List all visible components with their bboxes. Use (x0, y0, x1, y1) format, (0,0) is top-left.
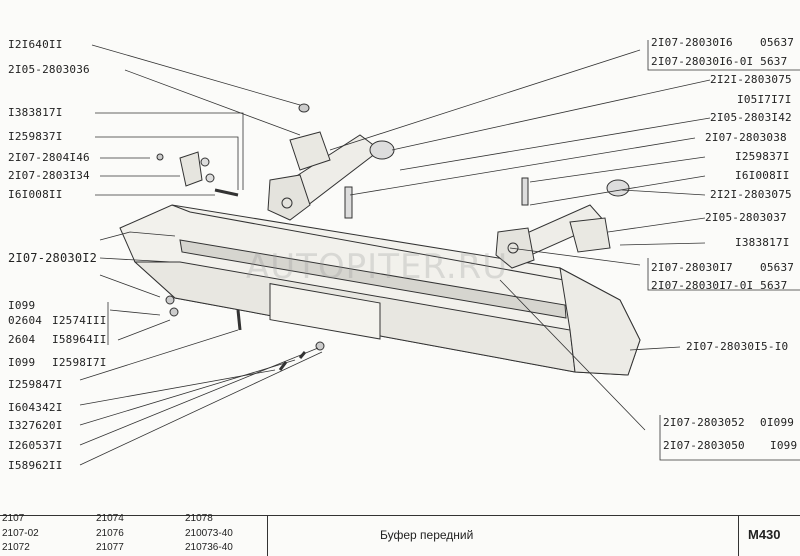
box-right-3 (659, 415, 800, 461)
footer-model-0: 2107 (2, 513, 25, 524)
footer-model-7: 210073-40 (185, 528, 233, 539)
bumper-end-cap (559, 267, 641, 376)
nut-1 (165, 295, 175, 305)
label-left-4: 2I07-2804I46 (8, 151, 90, 164)
left-bushing (369, 140, 395, 160)
label-right-5: 2I05-2803I42 (710, 111, 792, 124)
label-right-6: 2I07-2803038 (705, 131, 787, 144)
footer-model-8: 210736-40 (185, 542, 233, 553)
left-bracket-hole (281, 197, 293, 209)
label-left-11: 2604 (8, 333, 36, 346)
label-left-1: 2I05-2803036 (8, 63, 90, 76)
label-right-3: 2I2I-2803075 (710, 73, 792, 86)
label-left-15: I259847I (8, 378, 63, 391)
bolt-2 (214, 188, 239, 197)
watermark: AUTOPITER.RU (246, 247, 509, 287)
right-mount (569, 217, 611, 253)
label-right-12: 2I07-28030I7 (651, 261, 733, 274)
label-left-0: I2I640II (8, 38, 63, 51)
label-left-2: I383817I (8, 106, 63, 119)
label-left-10: I2574III (52, 314, 107, 327)
label-left-19: I58962II (8, 459, 63, 472)
label-right-0: 2I07-28030I6 (651, 36, 733, 49)
box-right-1 (647, 40, 800, 71)
label-left-16: I604342I (8, 401, 63, 414)
label-right-19: I099 (770, 439, 798, 452)
label-right-13: 05637 (760, 261, 795, 274)
label-left-8: I099 (8, 299, 36, 312)
bracket-small-left (179, 151, 203, 187)
nut-2 (169, 307, 179, 317)
label-left-5: 2I07-2803I34 (8, 169, 90, 182)
footer: 2107 2107-02 21072 21074 21076 21077 210… (0, 513, 800, 556)
washer-2 (205, 173, 215, 183)
bolt-head-1 (156, 153, 164, 161)
leaders-left (79, 44, 323, 466)
leaders-right (329, 49, 711, 431)
label-right-14: 2I07-28030I7-0I 5637 (651, 279, 788, 292)
right-bracket-hole (507, 242, 519, 254)
left-mount (289, 131, 331, 171)
label-right-16: 2I07-2803052 (663, 416, 745, 429)
bolt-3 (236, 309, 242, 331)
label-left-14: I2598I7I (52, 356, 107, 369)
label-right-15: 2I07-28030I5-I0 (686, 340, 789, 353)
footer-model-5: 21077 (96, 542, 124, 553)
footer-model-1: 2107-02 (2, 528, 39, 539)
left-bracket-plate (267, 174, 311, 221)
label-left-13: I099 (8, 356, 36, 369)
label-right-2: 2I07-28030I6-0I 5637 (651, 55, 788, 68)
label-right-4: I05I7I7I (737, 93, 792, 106)
label-right-18: 2I07-2803050 (663, 439, 745, 452)
right-bolt (521, 177, 529, 206)
label-left-9: 02604 (8, 314, 43, 327)
left-nut-top (298, 103, 310, 113)
washer-1 (200, 157, 210, 167)
right-bushing (606, 179, 630, 197)
license-plate-area (269, 283, 381, 340)
label-right-1: 05637 (760, 36, 795, 49)
label-right-8: I6I008II (735, 169, 790, 182)
label-right-11: I383817I (735, 236, 790, 249)
left-bolt (344, 186, 353, 219)
parts-diagram (79, 40, 800, 466)
footer-model-2: 21072 (2, 542, 30, 553)
label-left-17: I327620I (8, 419, 63, 432)
label-left-12: I58964II (52, 333, 107, 346)
footer-model-6: 21078 (185, 513, 213, 524)
label-right-17: 0I099 (760, 416, 795, 429)
label-left-6: I6I008II (8, 188, 63, 201)
label-left-3: I259837I (8, 130, 63, 143)
footer-code: M430 (748, 527, 781, 542)
right-bracket-plate (495, 227, 535, 269)
footer-divider-left (267, 516, 268, 556)
footer-model-4: 21076 (96, 528, 124, 539)
nut-3 (315, 341, 325, 351)
box-right-2 (647, 258, 800, 291)
label-right-10: 2I05-2803037 (705, 211, 787, 224)
label-left-18: I260537I (8, 439, 63, 452)
footer-divider-right (738, 516, 739, 556)
bumper-strip (179, 239, 567, 319)
label-right-7: I259837I (735, 150, 790, 163)
label-right-9: 2I2I-2803075 (710, 188, 792, 201)
bolt-5 (298, 351, 307, 359)
footer-title: Буфер передний (380, 528, 474, 542)
label-left-7: 2I07-28030I2 (8, 251, 98, 265)
footer-model-3: 21074 (96, 513, 124, 524)
